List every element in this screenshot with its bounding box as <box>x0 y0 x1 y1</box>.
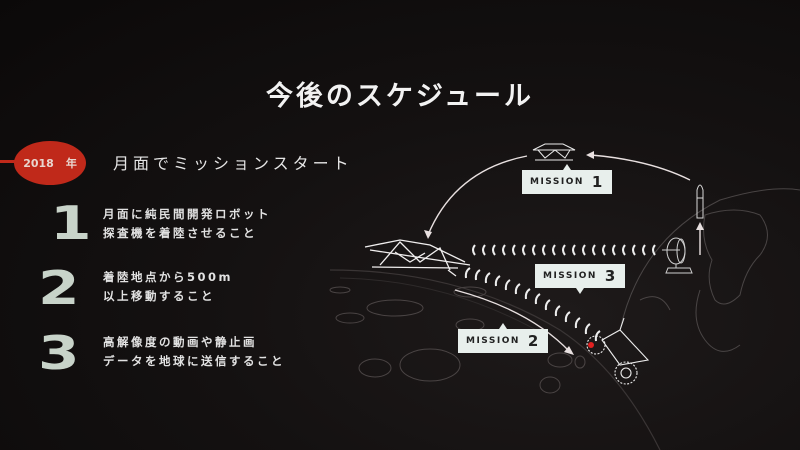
orbit-lander-icon <box>532 143 576 161</box>
antenna-dish-icon <box>662 237 693 274</box>
year-badge: 2018 年 <box>14 141 86 185</box>
goal-2-line-2: 以上移動すること <box>103 289 215 303</box>
mission-1-number: 1 <box>591 173 604 191</box>
year-value: 2018 <box>23 156 54 170</box>
rover-icon <box>586 317 650 385</box>
mission-2-number: 2 <box>527 332 540 350</box>
rocket-icon <box>696 184 704 219</box>
mission-1-label: MISSION 1 <box>522 164 612 194</box>
goal-3-line-1: 高解像度の動画や静止画 <box>103 335 257 349</box>
mission-3-word: MISSION <box>543 271 597 281</box>
lander-icon <box>364 239 471 277</box>
mission-2-word: MISSION <box>466 336 520 346</box>
goal-1: 月面に純民間開発ロボット 探査機を着陸させること <box>103 205 271 243</box>
signal-waves-lower <box>464 267 601 342</box>
goal-number-3: 3 <box>38 326 80 380</box>
headline: 月面でミッションスタート <box>113 154 353 173</box>
moon-surface <box>329 269 661 450</box>
timeline-line <box>0 160 20 163</box>
goal-number-2: 2 <box>38 261 80 315</box>
year-suffix: 年 <box>65 157 77 170</box>
mission1-trajectory <box>427 154 701 255</box>
mission-2-label: MISSION 2 <box>458 323 548 353</box>
page-title: 今後のスケジュール <box>265 81 535 112</box>
mission2-path <box>454 289 571 353</box>
goal-3-line-2: データを地球に送信すること <box>103 354 285 368</box>
goal-1-line-2: 探査機を着陸させること <box>103 226 257 240</box>
goal-2: 着陸地点から500m 以上移動すること <box>103 268 233 306</box>
signal-waves-upper <box>472 244 656 256</box>
mission-3-number: 3 <box>604 267 617 285</box>
goal-number-1: 1 <box>50 196 92 250</box>
goal-2-line-1: 着陸地点から500m <box>103 270 233 284</box>
mission-3-label: MISSION 3 <box>535 264 625 294</box>
earth-icon <box>619 188 800 352</box>
goal-1-line-1: 月面に純民間開発ロボット <box>103 207 271 221</box>
mission-1-word: MISSION <box>530 177 584 187</box>
goal-3: 高解像度の動画や静止画 データを地球に送信すること <box>103 333 285 371</box>
